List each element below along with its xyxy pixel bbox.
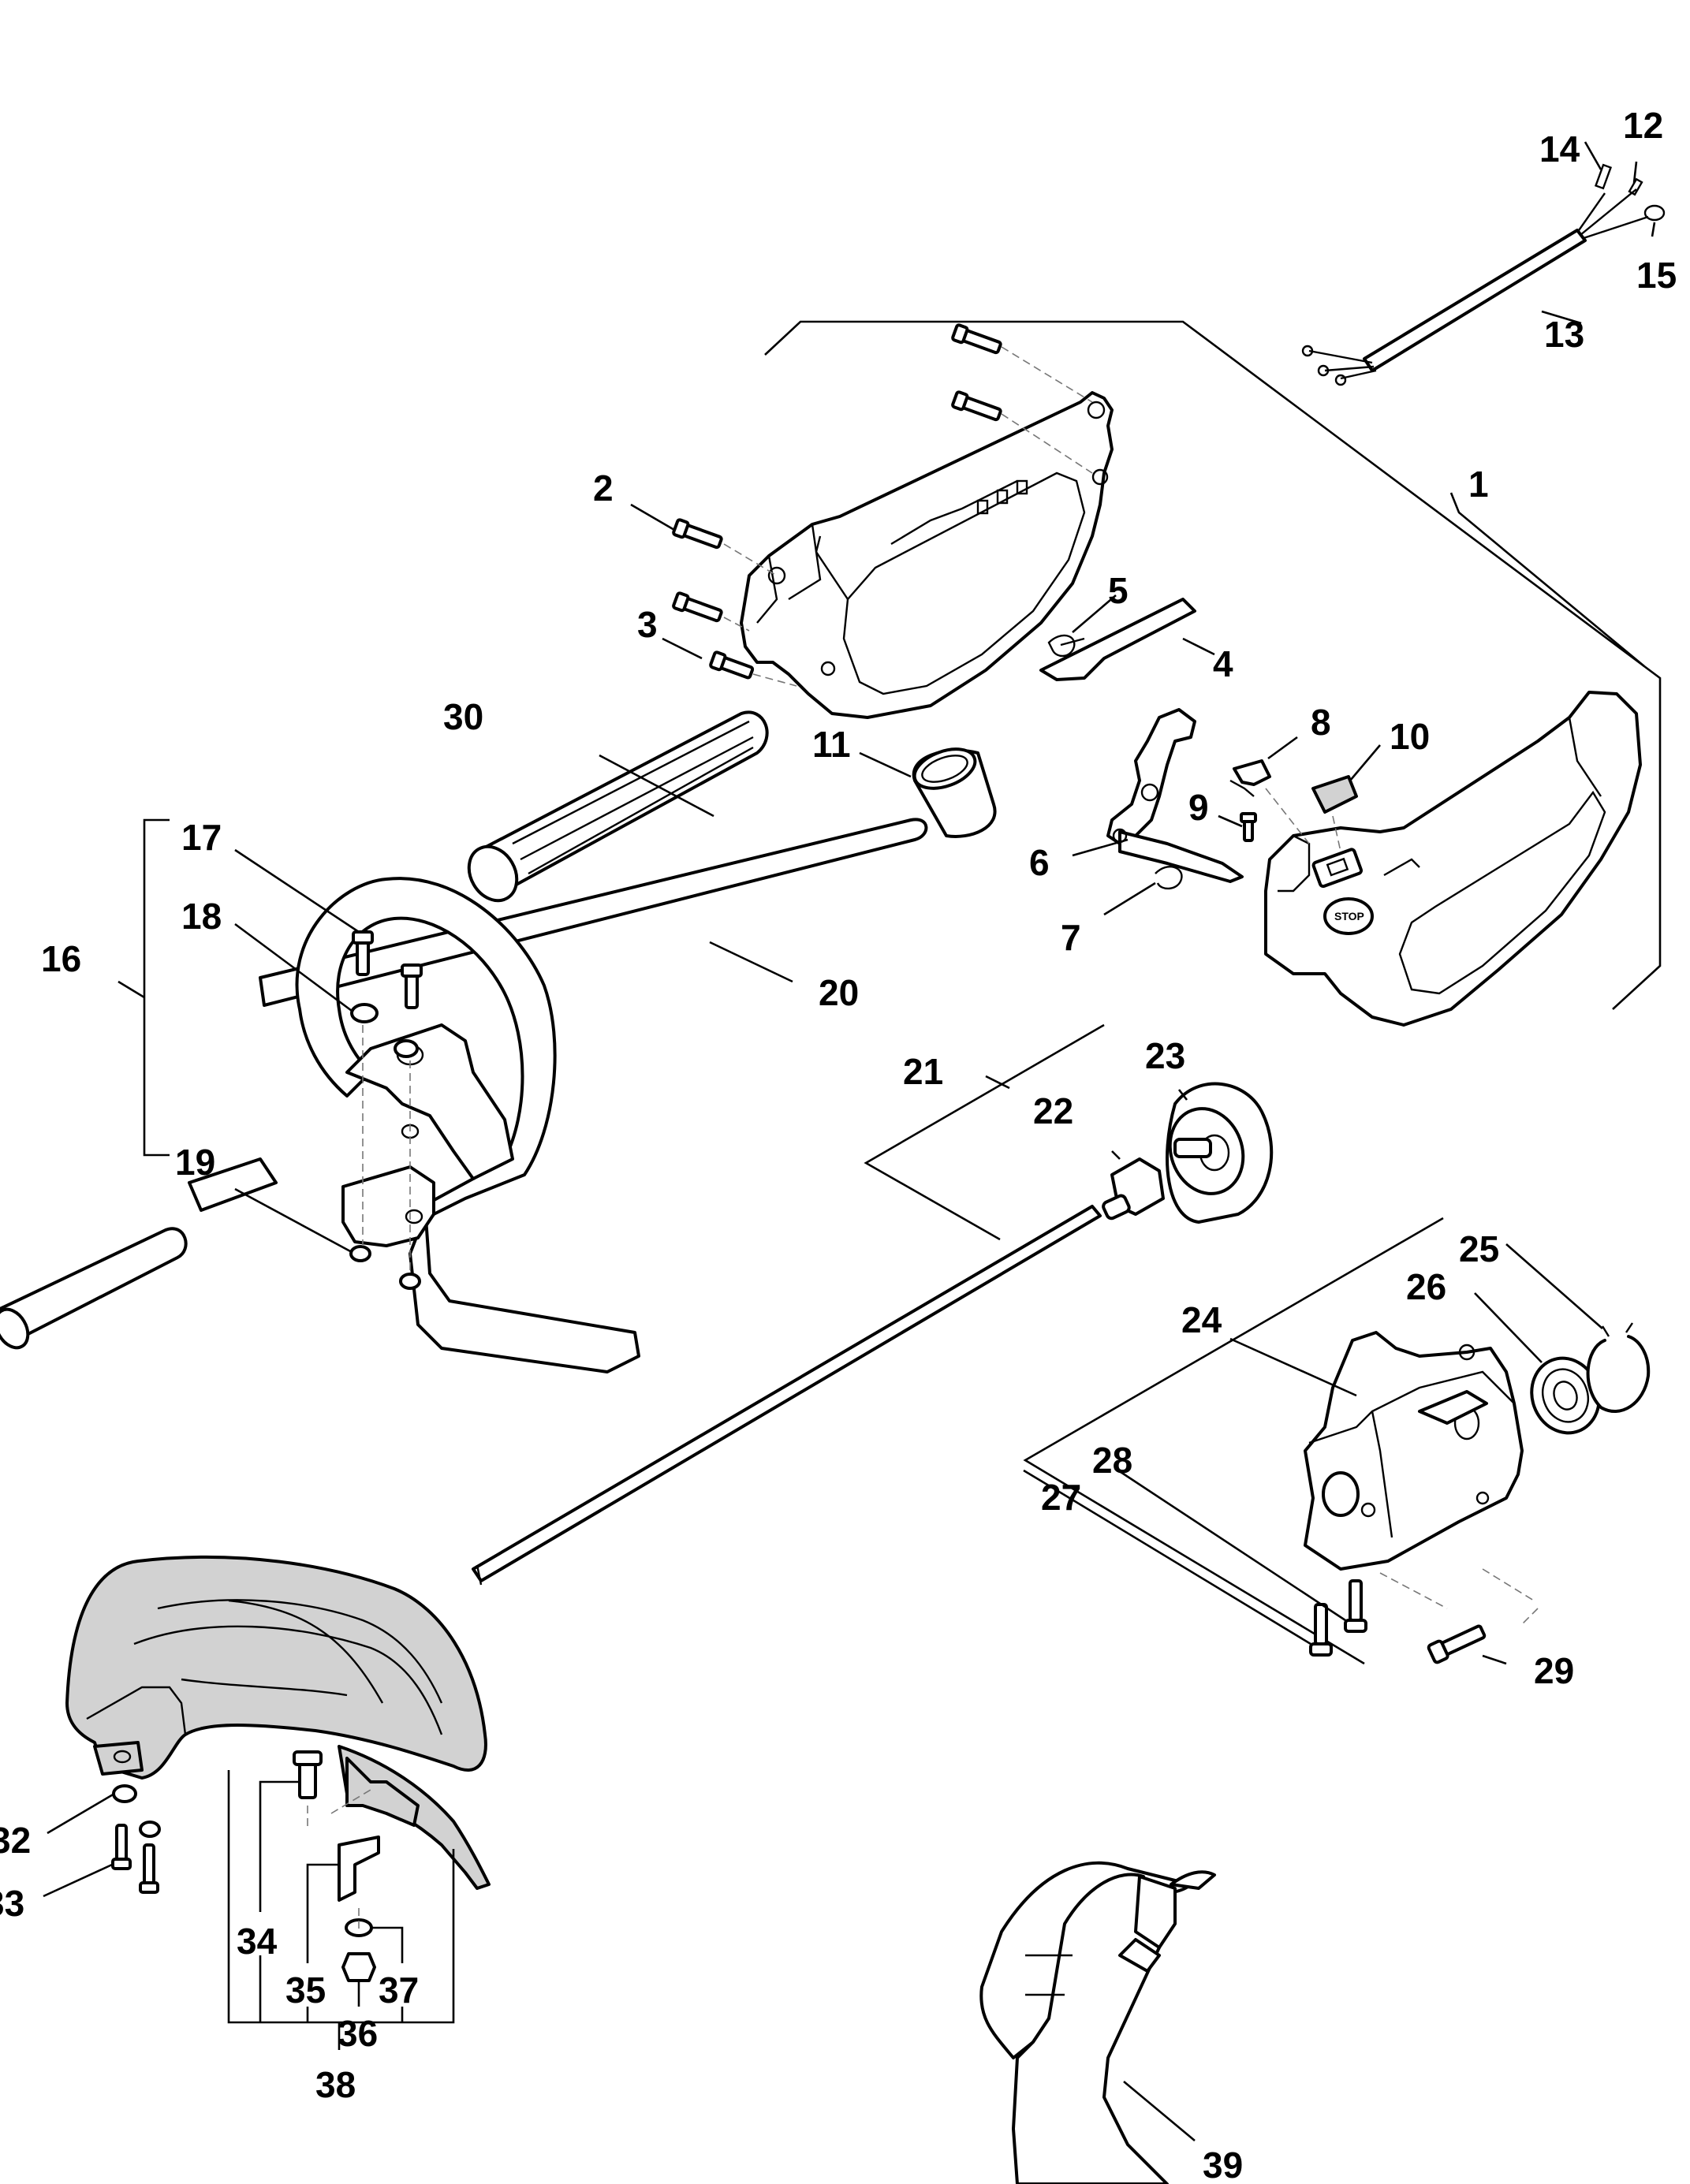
drive-tube[interactable] (0, 818, 928, 1353)
callout-20: 20 (819, 972, 859, 1013)
contact-spring[interactable] (1229, 759, 1271, 797)
callout-24: 24 (1181, 1299, 1222, 1340)
interlock-lever[interactable] (1039, 598, 1196, 681)
callout-12: 12 (1623, 105, 1663, 146)
handle-housing-left-half[interactable] (740, 391, 1114, 719)
loop-handle[interactable] (295, 877, 640, 1373)
clutch-drum[interactable] (1158, 1082, 1274, 1224)
callout-25: 25 (1459, 1228, 1499, 1269)
callout-14: 14 (1539, 129, 1580, 170)
assembly-bracket-38 (227, 1770, 455, 2024)
assembly-bracket-21 (864, 1023, 1105, 1241)
assembly-bracket-24 (1023, 1217, 1444, 1665)
callout-21: 21 (903, 1051, 943, 1092)
gear-housing-screws[interactable] (1309, 1568, 1539, 1664)
small-screw[interactable] (1240, 812, 1257, 842)
callout-19: 19 (175, 1142, 215, 1183)
callout-11: 11 (812, 724, 851, 765)
coupling[interactable] (1102, 1157, 1165, 1221)
callout-3: 3 (637, 604, 658, 645)
callout-32: 32 (0, 1820, 31, 1861)
grip-hose[interactable] (460, 710, 769, 909)
callout-35: 35 (285, 1970, 326, 2011)
gear-housing[interactable] (1304, 1331, 1524, 1571)
drive-shaft[interactable] (472, 1205, 1102, 1586)
circlip[interactable] (1586, 1322, 1651, 1413)
callout-22: 22 (1033, 1090, 1073, 1131)
trigger-spring[interactable] (1155, 866, 1183, 890)
callout-6: 6 (1029, 842, 1050, 883)
callout-labels: 1 2 3 4 5 6 7 8 9 10 11 12 13 14 15 16 1… (0, 105, 1677, 2184)
handle-housing-right-half[interactable]: STOP (1264, 691, 1642, 1027)
callout-1: 1 (1468, 464, 1489, 505)
callout-2: 2 (593, 468, 614, 509)
deflector-guard[interactable] (65, 1555, 491, 1890)
deflector-hardware[interactable] (111, 1750, 380, 1982)
callout-13: 13 (1544, 314, 1584, 355)
callout-7: 7 (1061, 917, 1081, 958)
callout-27: 27 (1041, 1477, 1081, 1518)
loop-handle-screws[interactable] (349, 930, 423, 1290)
leader-lines (43, 141, 1656, 2141)
sleeve[interactable] (909, 742, 997, 838)
callout-37: 37 (379, 1970, 419, 2011)
throttle-trigger[interactable] (1106, 708, 1244, 883)
callout-34: 34 (237, 1921, 278, 1962)
torsion-spring[interactable] (1047, 634, 1085, 658)
callout-8: 8 (1311, 702, 1331, 743)
callout-17: 17 (181, 817, 222, 858)
callout-10: 10 (1390, 716, 1430, 757)
stop-label: STOP (1334, 910, 1364, 922)
assembly-bracket-1 (764, 320, 1662, 1010)
callout-39: 39 (1203, 2145, 1243, 2184)
shoulder-harness[interactable] (979, 1861, 1216, 2184)
callout-30: 30 (443, 696, 483, 737)
callout-18: 18 (181, 896, 222, 937)
assembly-bracket-27 (1023, 1469, 1064, 1496)
stop-switch-slider[interactable] (1311, 775, 1358, 814)
callout-33: 33 (0, 1883, 24, 1924)
callout-28: 28 (1092, 1440, 1132, 1481)
callout-5: 5 (1108, 570, 1129, 611)
housing-screws[interactable] (672, 323, 1093, 687)
callout-15: 15 (1636, 255, 1677, 296)
cable-harness[interactable] (1301, 163, 1666, 386)
callout-38: 38 (315, 2064, 356, 2105)
callout-36: 36 (338, 2013, 378, 2054)
callout-26: 26 (1406, 1266, 1446, 1307)
callout-29: 29 (1534, 1650, 1574, 1691)
callout-16: 16 (41, 938, 81, 979)
assembly-bracket-16 (143, 818, 170, 1157)
callout-4: 4 (1213, 643, 1233, 684)
callout-9: 9 (1188, 787, 1209, 828)
callout-23: 23 (1145, 1035, 1185, 1076)
